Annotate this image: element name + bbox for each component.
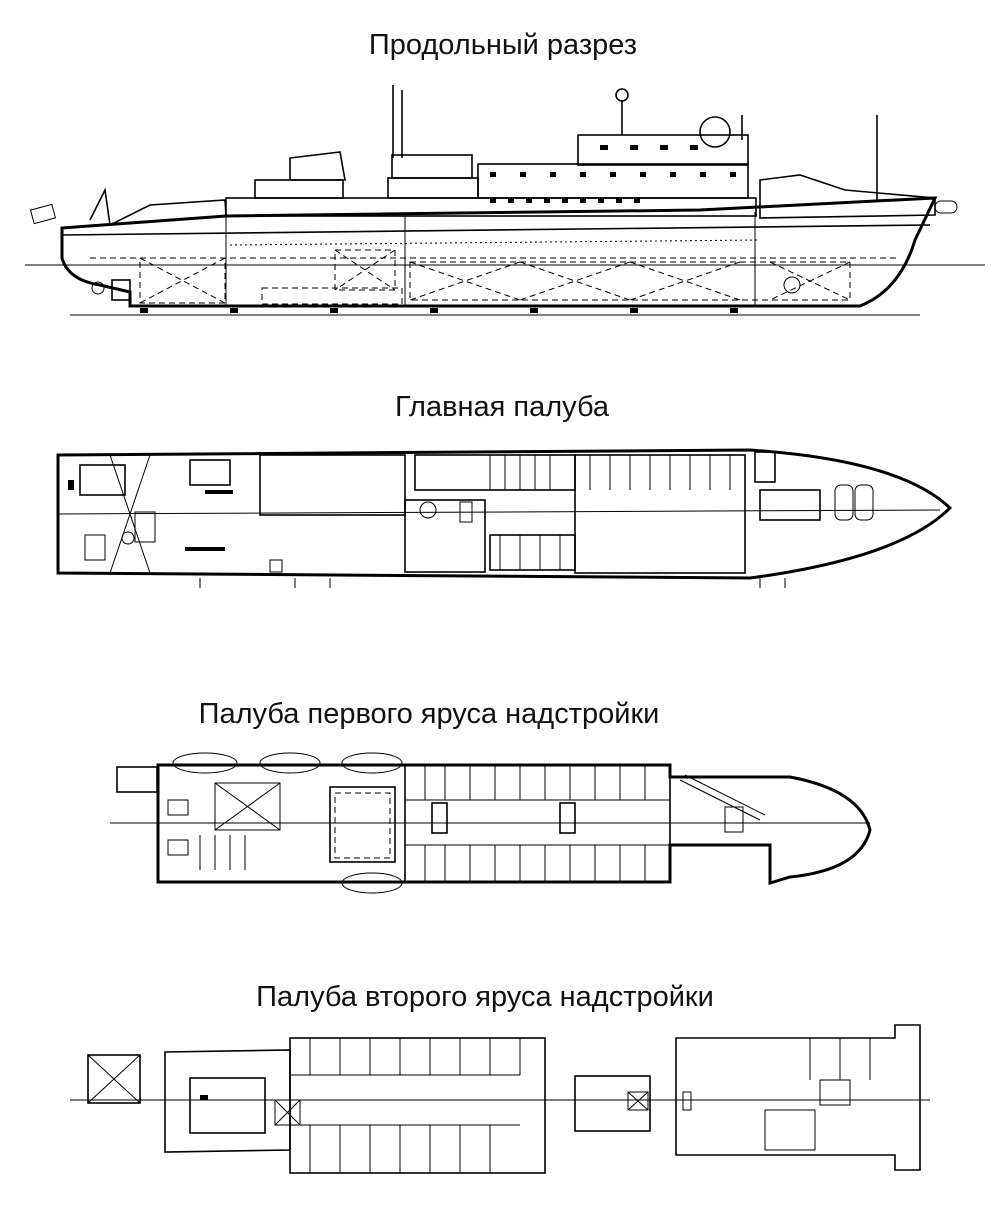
title-second-tier-deck: Палуба второго яруса надстройки — [256, 981, 714, 1013]
first-tier-deck-plan — [110, 752, 872, 894]
title-first-tier-deck: Палуба первого яруса надстройки — [198, 698, 660, 730]
title-longitudinal-section: Продольный разрез — [368, 29, 638, 61]
superstructure-tier2 — [477, 163, 749, 199]
main-deck-hull-outline — [56, 448, 953, 580]
second-tier-deck-plan — [70, 1024, 930, 1174]
longitudinal-section-drawing — [25, 85, 985, 316]
bridge — [577, 134, 749, 166]
centerline — [57, 509, 941, 515]
title-main-deck: Главная палуба — [394, 391, 610, 423]
first-tier-outline — [156, 763, 872, 886]
main-deck-line — [61, 224, 931, 236]
hull-outline — [60, 196, 938, 308]
main-deck-plan — [56, 448, 953, 588]
radar-dome — [699, 116, 731, 148]
funnel — [289, 151, 346, 181]
